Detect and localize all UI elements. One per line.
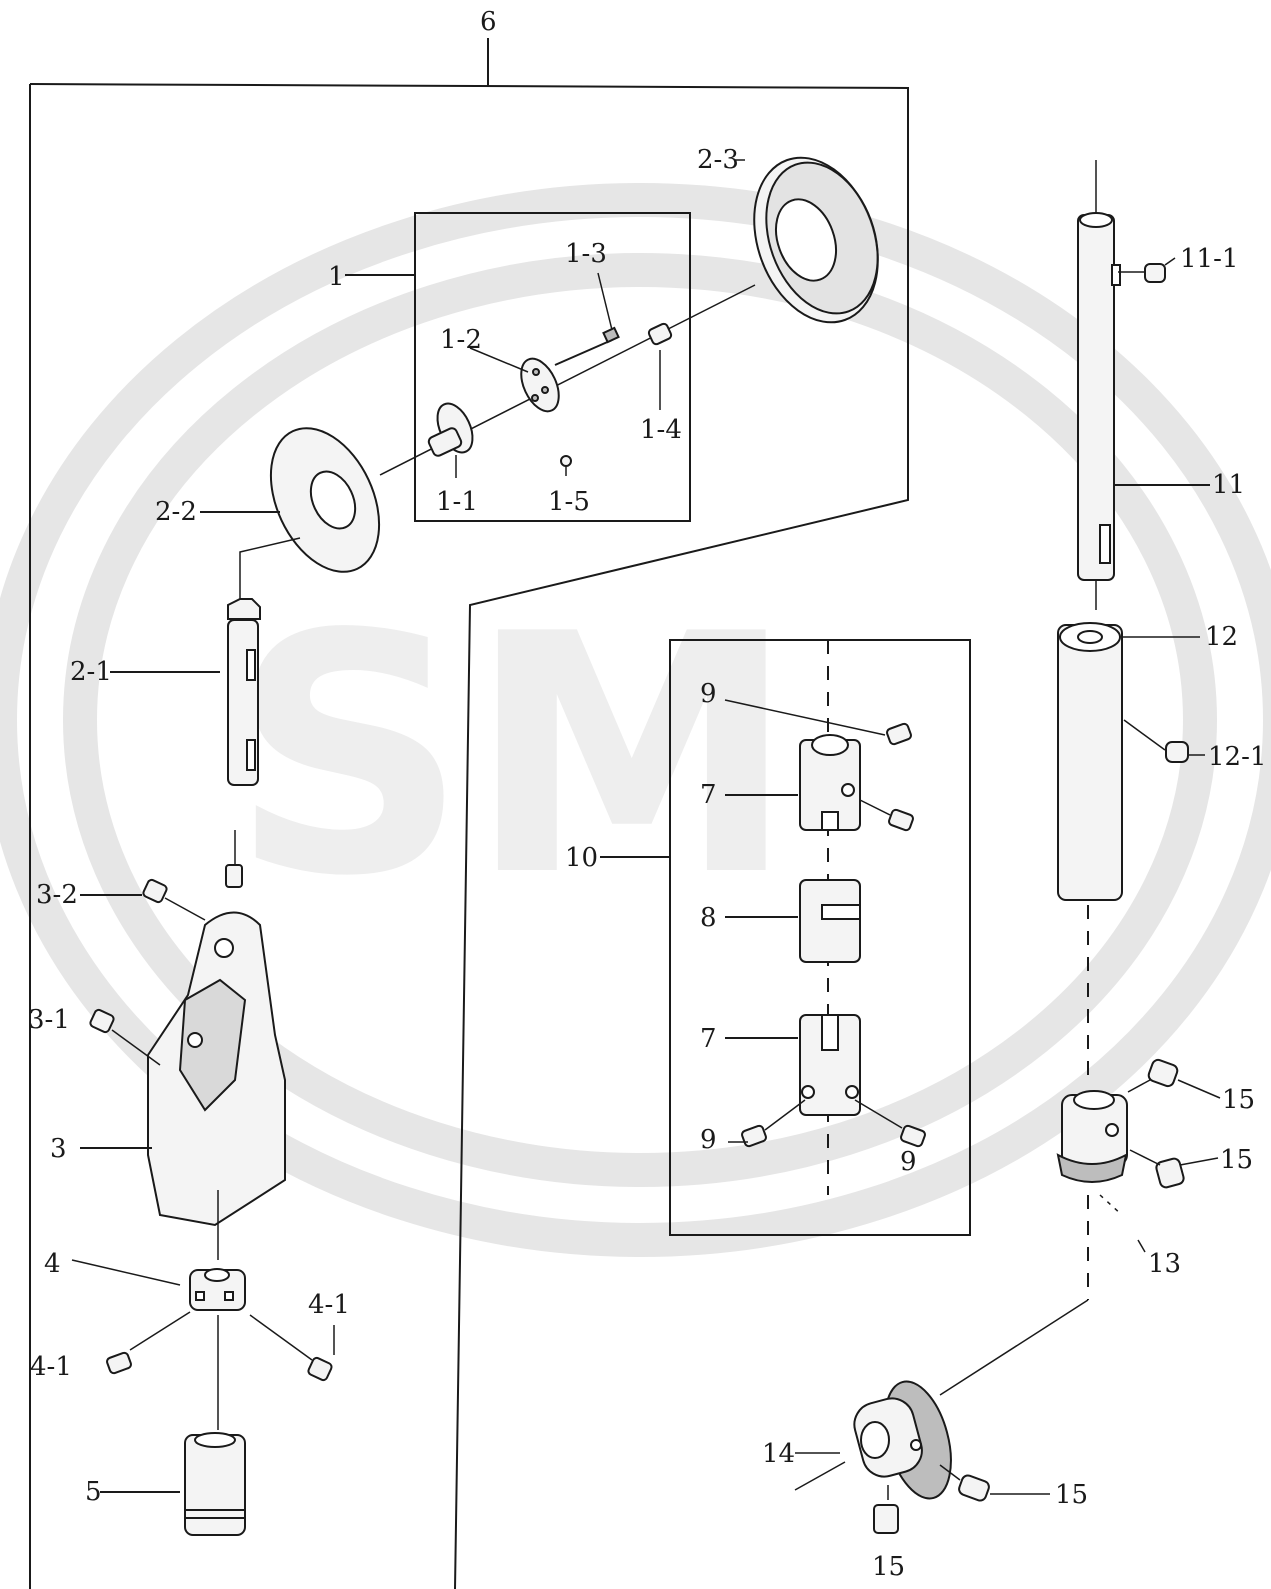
shaft-2-1 [227,598,261,786]
label-1-2: 1-2 [440,325,482,355]
screw-4-1-left [106,1351,132,1375]
assembly-10-box [669,639,971,1236]
label-4-1-left: 4-1 [30,1352,72,1382]
gear-2-3 [753,156,879,324]
label-12-1: 12-1 [1208,742,1266,772]
label-9-bottom-left: 9 [700,1125,717,1155]
label-12: 12 [1205,622,1238,652]
screw-1-4 [647,322,673,346]
label-1-1: 1-1 [436,487,478,517]
pin-1-3 [554,326,620,366]
assembly-6-outline [29,38,909,1589]
watermark-text: SM [230,564,796,948]
gear-14 [853,1380,952,1500]
gear-collar-13 [1056,1090,1128,1183]
label-1-3: 1-3 [565,239,607,269]
screw-15-right [958,1474,990,1502]
label-4: 4 [44,1249,61,1279]
screw-3-2 [142,878,168,904]
screw-15-lower [1155,1157,1185,1189]
label-13: 13 [1148,1249,1181,1279]
label-2-2: 2-2 [155,497,197,527]
label-9-top: 9 [700,679,717,709]
screw-9-bottom-left [741,1124,767,1148]
screw-11-1 [1144,263,1166,283]
collar-4 [189,1268,246,1311]
label-3: 3 [50,1134,67,1164]
screw-9-top-b [888,808,914,832]
screw-9-bottom-right [900,1124,926,1148]
label-9-bottom-right: 9 [900,1147,917,1177]
screw-4-1-right [307,1356,333,1382]
label-1: 1 [328,262,345,292]
label-3-1: 3-1 [28,1005,70,1035]
coupling-7-bottom [799,1014,861,1116]
bushing-5 [184,1432,246,1536]
label-7-bottom: 7 [700,1024,717,1054]
label-15-d: 15 [872,1552,905,1582]
label-3-2: 3-2 [36,880,78,910]
coupling-7-top [799,734,861,831]
label-8: 8 [700,903,717,933]
screw-15-bottom [873,1504,899,1534]
screw-15-upper [1147,1058,1179,1088]
label-11: 11 [1212,470,1245,500]
label-1-4: 1-4 [640,415,682,445]
screw-12-1 [1165,741,1189,763]
pin-1-5 [560,455,572,476]
screw-3-1 [89,1008,115,1034]
bracket-3 [147,911,286,1227]
block-8 [799,879,861,963]
label-6: 6 [480,7,497,37]
screw-9-top-a [886,722,912,746]
shaft-11 [1077,212,1121,581]
label-1-5: 1-5 [548,487,590,517]
label-5: 5 [85,1477,102,1507]
label-2-3: 2-3 [697,145,739,175]
label-4-1-right: 4-1 [308,1290,350,1320]
disc-1-2 [520,357,560,413]
label-15-c: 15 [1055,1480,1088,1510]
assembly-1-box [414,212,691,522]
flange-1-1 [427,402,474,457]
label-15-b: 15 [1220,1145,1253,1175]
watermark-logo: SM [0,183,1271,1257]
gear-2-2 [269,427,381,573]
label-7-top: 7 [700,780,717,810]
label-10: 10 [565,843,598,873]
label-15-a: 15 [1222,1085,1255,1115]
screw-3-top [225,864,243,888]
sleeve-12 [1057,622,1123,901]
label-2-1: 2-1 [70,657,112,687]
label-14: 14 [762,1439,795,1469]
label-11-1: 11-1 [1180,244,1238,274]
